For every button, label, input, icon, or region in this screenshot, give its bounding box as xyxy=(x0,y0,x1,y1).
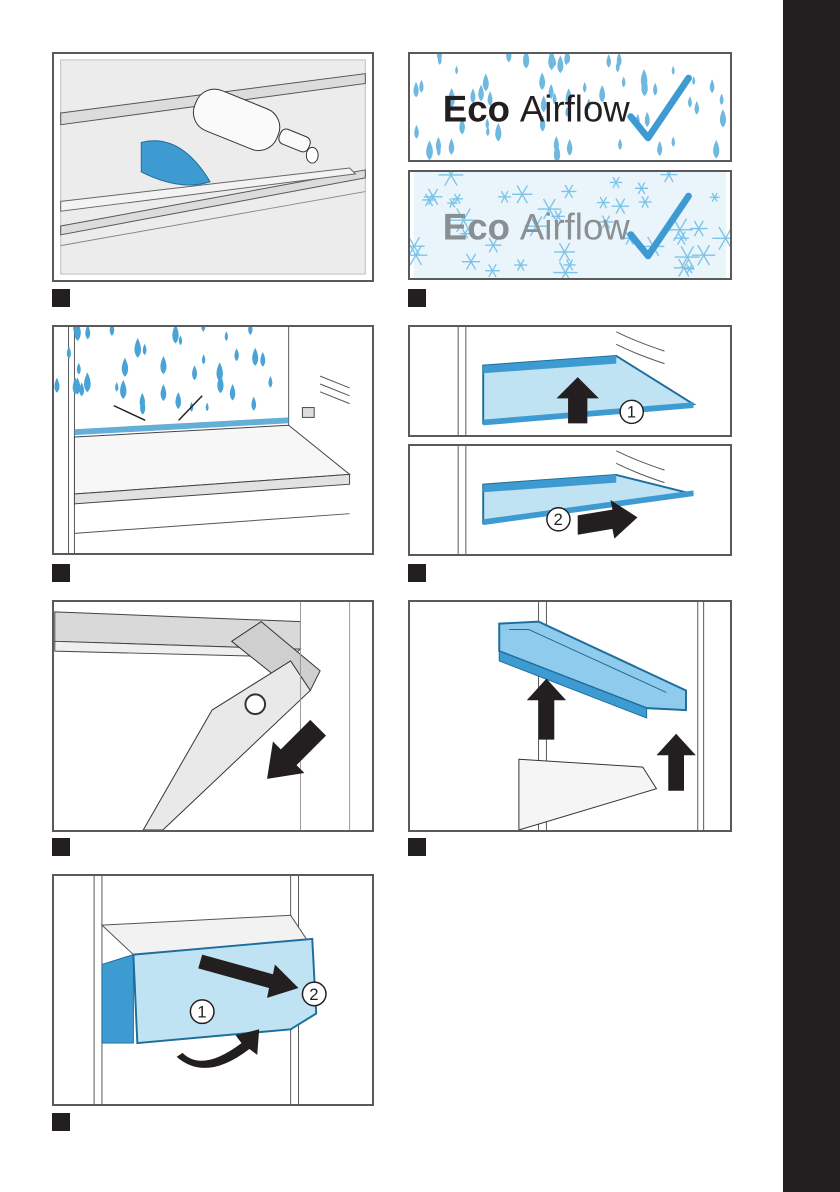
brand-eco: Eco xyxy=(443,88,510,129)
figure-condensation xyxy=(52,325,374,555)
figure-marker xyxy=(52,564,70,582)
figure-shelf-pull: 2 xyxy=(408,444,732,556)
step-number: 2 xyxy=(309,985,318,1004)
figure-crisper-drawer: 1 2 xyxy=(52,874,374,1106)
step-number: 2 xyxy=(554,511,563,529)
step-number: 1 xyxy=(627,404,636,422)
shelf-pull-illustration: 2 xyxy=(410,446,730,554)
shelf-strip-illustration xyxy=(54,602,372,830)
step-number: 1 xyxy=(197,1003,206,1022)
figure-shelf-strip xyxy=(52,600,374,832)
crisper-drawer-illustration: 1 2 xyxy=(54,876,372,1104)
ecoairflow-drops-illustration: Eco Airflow xyxy=(410,54,730,160)
figure-ecoairflow-frost: Eco Airflow xyxy=(408,170,732,280)
figure-door-rack xyxy=(408,600,732,832)
brand-airflow: Airflow xyxy=(520,88,630,129)
brand-airflow-frost: Airflow xyxy=(520,206,630,247)
ecoairflow-frost-illustration: Eco Airflow xyxy=(410,172,730,278)
figure-ecoairflow-drops: Eco Airflow xyxy=(408,52,732,162)
door-rack-illustration xyxy=(410,602,730,830)
shelf-lift-illustration: 1 xyxy=(410,327,730,435)
side-tab xyxy=(783,0,840,1192)
figure-marker xyxy=(52,1113,70,1131)
bottle-holder-illustration xyxy=(54,54,372,280)
figure-shelf-lift: 1 xyxy=(408,325,732,437)
brand-eco-frost: Eco xyxy=(443,206,510,247)
figure-marker xyxy=(408,289,426,307)
figure-marker xyxy=(408,838,426,856)
figure-marker xyxy=(52,289,70,307)
figure-bottle-holder xyxy=(52,52,374,282)
condensation-illustration xyxy=(54,327,372,553)
figure-marker xyxy=(52,838,70,856)
figure-marker xyxy=(408,564,426,582)
